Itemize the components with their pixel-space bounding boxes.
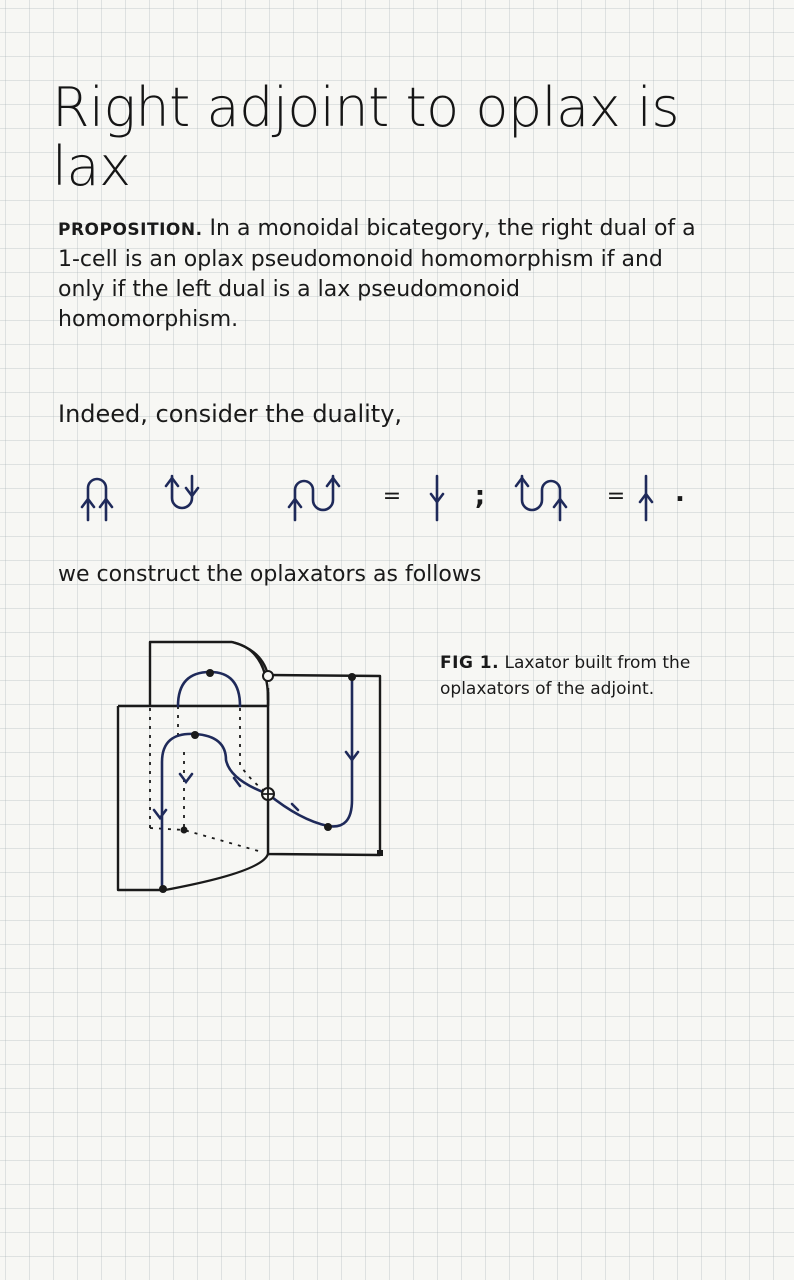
figure-label: FIG 1. <box>440 653 500 673</box>
figure-caption-text: Laxator built from the oplaxators of the… <box>440 653 691 699</box>
cap-diagram <box>80 477 114 522</box>
zigzag-right-diagram <box>514 474 568 522</box>
page-title: Right adjoint to oplax is lax <box>52 76 680 199</box>
proposition-paragraph: PROPOSITION. In a monoidal bicategory, t… <box>58 214 698 335</box>
cup-diagram <box>164 474 200 510</box>
identity-up-diagram <box>638 474 654 522</box>
zigzag-left-diagram <box>287 474 341 522</box>
equals-sign-2: = <box>607 484 625 509</box>
equals-sign-1: = <box>383 484 401 509</box>
hidden-line-2 <box>149 827 263 853</box>
identity-down-diagram <box>429 474 445 522</box>
construction-intro: we construct the oplaxators as follows <box>58 562 482 587</box>
crossing-node <box>261 787 275 801</box>
proposition-text: In a monoidal bicategory, the right dual… <box>58 216 696 332</box>
terminator-dot: . <box>675 478 685 508</box>
blue-string-front <box>160 674 354 890</box>
right-sheet <box>266 673 382 857</box>
semicolon-separator: ; <box>475 481 485 511</box>
figure-caption: FIG 1. Laxator built from the oplaxators… <box>440 650 700 702</box>
blue-string-back <box>176 670 242 708</box>
duality-intro: Indeed, consider the duality, <box>58 400 403 428</box>
front-sheet <box>116 692 270 892</box>
proposition-label: PROPOSITION. <box>58 220 203 240</box>
